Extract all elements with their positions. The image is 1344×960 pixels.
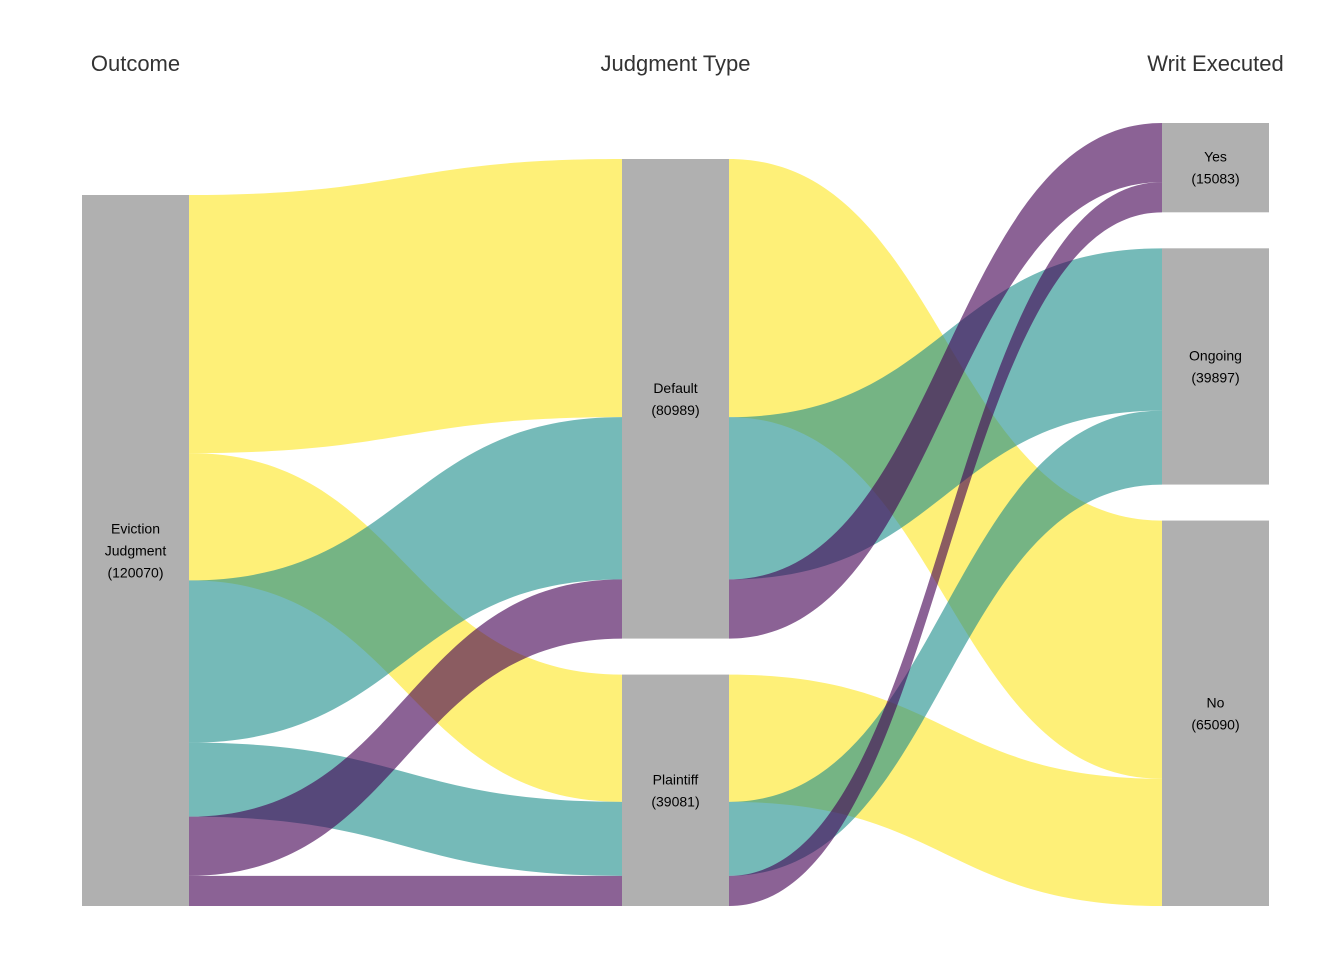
node-no bbox=[1162, 520, 1269, 906]
node-label-plaintiff: Plaintiff bbox=[653, 771, 699, 787]
flow-outcome-to-default-purple bbox=[189, 579, 622, 876]
node-label-eviction: (120070) bbox=[107, 565, 163, 581]
flow-outcome-to-plaintiff-teal bbox=[189, 742, 622, 876]
node-eviction bbox=[82, 195, 189, 906]
node-label-plaintiff: (39081) bbox=[651, 793, 699, 809]
flow-plaintiff-to-no bbox=[729, 674, 1162, 906]
strata-layer bbox=[82, 123, 1269, 906]
node-label-no: (65090) bbox=[1191, 716, 1239, 732]
flow-outcome-to-default-yellow bbox=[189, 159, 622, 454]
node-label-eviction: Eviction bbox=[111, 521, 160, 537]
node-yes bbox=[1162, 123, 1269, 213]
node-label-yes: (15083) bbox=[1191, 171, 1239, 187]
flow-plaintiff-to-ongoing bbox=[729, 410, 1162, 876]
axis-title-outcome: Outcome bbox=[91, 51, 180, 76]
flow-outcome-to-plaintiff-purple bbox=[189, 875, 622, 906]
node-label-yes: Yes bbox=[1204, 149, 1227, 165]
alluvia-layer bbox=[189, 123, 1162, 906]
flow-default-to-ongoing bbox=[729, 248, 1162, 580]
node-plaintiff bbox=[622, 674, 729, 906]
flow-outcome-to-default-teal bbox=[189, 417, 622, 743]
node-ongoing bbox=[1162, 248, 1269, 485]
flow-plaintiff-to-yes bbox=[729, 182, 1162, 906]
node-label-default: (80989) bbox=[651, 402, 699, 418]
node-label-ongoing: Ongoing bbox=[1189, 347, 1242, 363]
flow-default-to-yes bbox=[729, 123, 1162, 639]
node-default bbox=[622, 159, 729, 639]
node-label-ongoing: (39897) bbox=[1191, 369, 1239, 385]
node-label-no: No bbox=[1207, 694, 1225, 710]
node-label-eviction: Judgment bbox=[105, 543, 167, 559]
axis-title-judgment: Judgment Type bbox=[600, 51, 750, 76]
node-label-default: Default bbox=[653, 380, 697, 396]
axis-title-writ: Writ Executed bbox=[1147, 51, 1284, 76]
